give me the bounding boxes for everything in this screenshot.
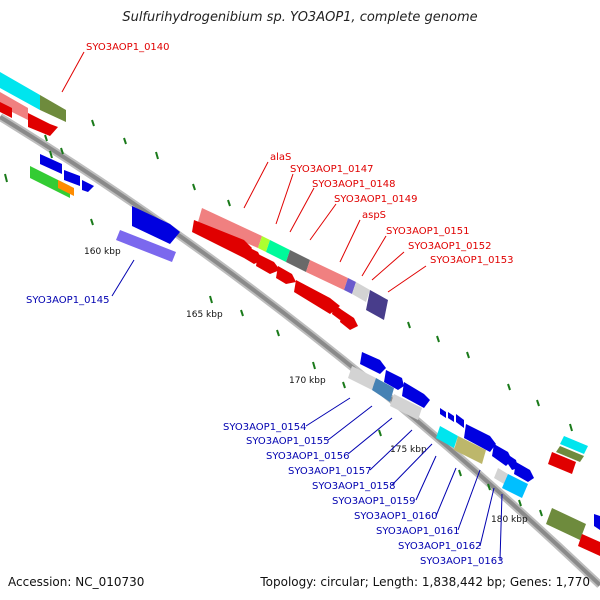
blue-gene-labels: SYO3AOP1_0145 SYO3AOP1_0154 SYO3AOP1_015… xyxy=(26,295,504,567)
feature-cluster-lower[interactable] xyxy=(348,352,600,556)
gene-label[interactable]: alaS xyxy=(270,152,291,163)
genome-summary-text: Topology: circular; Length: 1,838,442 bp… xyxy=(260,575,590,589)
gene-arrow-red[interactable] xyxy=(256,254,280,274)
tick-label: 160 kbp xyxy=(84,247,121,257)
gene-arrow-blue[interactable] xyxy=(402,382,430,408)
gene-arrow-blue[interactable] xyxy=(514,462,534,482)
gene-block-gray[interactable] xyxy=(390,394,422,420)
gene-block-skyblue[interactable] xyxy=(502,474,528,498)
feature-cluster-center[interactable] xyxy=(192,208,388,330)
gene-label[interactable]: SYO3AOP1_0158 xyxy=(312,481,396,492)
red-leader-lines xyxy=(61,51,427,293)
gene-arrow-blue[interactable] xyxy=(40,154,62,174)
accession-text: Accession: NC_010730 xyxy=(8,575,145,589)
gene-label[interactable]: SYO3AOP1_0152 xyxy=(408,241,492,252)
gene-block-orange[interactable] xyxy=(58,180,74,196)
gene-block-0148[interactable] xyxy=(266,240,290,262)
gene-label[interactable]: SYO3AOP1_0159 xyxy=(332,496,416,507)
gene-label[interactable]: SYO3AOP1_0160 xyxy=(354,511,438,522)
gene-block-aspS[interactable] xyxy=(306,260,348,290)
gene-block-khaki[interactable] xyxy=(454,436,486,464)
gene-arrow-blue[interactable] xyxy=(82,180,94,192)
gene-block-0152[interactable] xyxy=(352,282,370,302)
gene-arrow-red[interactable] xyxy=(548,452,576,474)
gene-arrow-red[interactable] xyxy=(294,280,340,314)
gene-block-green[interactable] xyxy=(30,166,70,198)
gene-arrow-blue[interactable] xyxy=(448,412,454,422)
gene-arrow-blue[interactable] xyxy=(464,424,496,452)
gene-arrow-blue[interactable] xyxy=(64,170,80,186)
feature-cluster-left[interactable] xyxy=(0,72,180,262)
gene-block-cyan[interactable] xyxy=(0,72,40,110)
gene-label[interactable]: SYO3AOP1_0148 xyxy=(312,179,396,190)
gene-arrow-blue[interactable] xyxy=(456,414,464,428)
gene-label[interactable]: SYO3AOP1_0149 xyxy=(334,194,418,205)
blue-leader-lines xyxy=(111,259,503,561)
gene-arrow-blue[interactable] xyxy=(132,206,180,244)
tick-label: 170 kbp xyxy=(289,376,326,386)
gene-label[interactable]: SYO3AOP1_0156 xyxy=(266,451,350,462)
gene-arrow-blue[interactable] xyxy=(492,444,512,466)
gene-block-alaS[interactable] xyxy=(198,208,262,248)
gene-label[interactable]: aspS xyxy=(362,210,386,221)
gene-label[interactable]: SYO3AOP1_0151 xyxy=(386,226,470,237)
gene-block-slateblue[interactable] xyxy=(116,230,176,262)
gene-arrow-red[interactable] xyxy=(0,102,12,118)
gene-arrow-red[interactable] xyxy=(578,534,600,556)
red-gene-labels: SYO3AOP1_0140 alaS SYO3AOP1_0147 SYO3AOP… xyxy=(86,42,514,266)
gene-block-pink[interactable] xyxy=(0,92,28,120)
gene-label[interactable]: SYO3AOP1_0145 xyxy=(26,295,110,306)
tick-label: 165 kbp xyxy=(186,310,223,320)
gene-block-0147[interactable] xyxy=(258,236,270,252)
gene-label[interactable]: SYO3AOP1_0163 xyxy=(420,556,504,567)
genome-backbone-core xyxy=(0,115,600,587)
gene-block-steelblue[interactable] xyxy=(372,378,394,402)
tick-label: 180 kbp xyxy=(491,515,528,525)
gene-label[interactable]: SYO3AOP1_0161 xyxy=(376,526,460,537)
gene-arrow-red[interactable] xyxy=(340,310,358,330)
gene-arrow-red[interactable] xyxy=(276,266,296,284)
map-title: Sulfurihydrogenibium sp. YO3AOP1, comple… xyxy=(122,10,478,25)
gene-label[interactable]: SYO3AOP1_0153 xyxy=(430,255,514,266)
gene-block-0153[interactable] xyxy=(366,290,388,320)
gene-label[interactable]: SYO3AOP1_0155 xyxy=(246,436,330,447)
gene-block-0149[interactable] xyxy=(286,250,310,272)
gene-label[interactable]: SYO3AOP1_0154 xyxy=(223,422,307,433)
gene-label[interactable]: SYO3AOP1_0140 xyxy=(86,42,170,53)
kbp-scale: 160 kbp 165 kbp 170 kbp 175 kbp 180 kbp xyxy=(84,247,528,525)
gene-arrow-red[interactable] xyxy=(192,220,252,258)
gene-arrow-blue[interactable] xyxy=(360,352,386,374)
green-tick-marks xyxy=(4,119,573,517)
gene-arrow-blue[interactable] xyxy=(594,514,600,530)
gene-block-gray[interactable] xyxy=(494,468,508,484)
gene-label[interactable]: SYO3AOP1_0162 xyxy=(398,541,482,552)
gene-label[interactable]: SYO3AOP1_0157 xyxy=(288,466,372,477)
gene-block-cyan[interactable] xyxy=(436,426,458,448)
gene-block-olive[interactable] xyxy=(556,446,584,462)
gene-block-gray[interactable] xyxy=(348,366,376,390)
gene-arrow-blue[interactable] xyxy=(440,408,446,418)
gene-block-cyan[interactable] xyxy=(560,436,588,454)
gene-block-0151[interactable] xyxy=(344,278,356,294)
tick-label: 175 kbp xyxy=(390,445,427,455)
gene-label[interactable]: SYO3AOP1_0147 xyxy=(290,164,374,175)
gene-block-olive[interactable] xyxy=(546,508,586,540)
gene-arrow-red[interactable] xyxy=(28,113,58,136)
gene-block-olive[interactable] xyxy=(40,95,66,122)
gene-arrow-blue[interactable] xyxy=(384,370,404,390)
